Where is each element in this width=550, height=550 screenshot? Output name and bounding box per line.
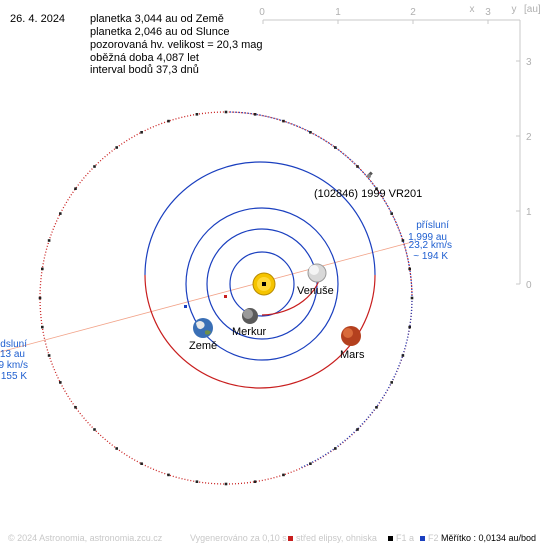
orbit-point-marker: [309, 131, 312, 134]
aphelion-temp: 155 K: [1, 371, 27, 382]
info-line-4: oběžná doba 4,087 let: [90, 52, 199, 64]
info-line-2: planetka 2,046 au od Slunce: [90, 26, 230, 38]
orbit-point-marker: [140, 462, 143, 465]
asteroid-orbit: [38, 110, 414, 486]
orbit-point-marker: [74, 187, 77, 190]
mars-orbit-upper: [144, 161, 376, 276]
axis-unit: [au]: [524, 4, 541, 15]
aphelion-info: odsluní 13 au 9 km/s 155 K: [0, 339, 28, 382]
aphelion-speed: 9 km/s: [0, 360, 28, 371]
asteroid-icon: [367, 171, 373, 178]
orbit-point-marker: [41, 267, 44, 271]
orbit-point-marker: [38, 296, 42, 300]
asteroid-label: (102846) 1999 VR201: [314, 188, 422, 200]
venus-icon: [307, 263, 327, 283]
orbit-point-marker: [47, 239, 51, 242]
f2-legend-icon: [420, 536, 426, 542]
center-legend-icon: [288, 536, 293, 542]
legend-f2-text: F2: [428, 533, 439, 543]
orbit-point-marker: [93, 428, 96, 431]
x-tick-3: 3: [485, 7, 491, 18]
perihelion-distance: 1,999 au: [408, 232, 447, 243]
orbit-point-marker: [115, 447, 118, 450]
orbit-point-marker: [195, 113, 199, 116]
orbit-point-marker: [224, 482, 228, 486]
generated-text: Vygenerováno za 0,10 s: [190, 533, 287, 543]
orbit-point-marker: [375, 406, 378, 409]
orbit-point-marker: [74, 406, 77, 409]
orbit-point-marker: [253, 480, 257, 483]
sun-icon: [252, 272, 276, 296]
mars-label: Mars: [340, 349, 365, 361]
earth-orbit: [185, 207, 339, 361]
legend-f1-text: F1 a: [396, 533, 415, 543]
orbit-point-marker: [224, 110, 228, 114]
orbit-point-marker: [41, 325, 44, 329]
date-label: 26. 4. 2024: [10, 13, 66, 25]
orbit-point-marker: [59, 381, 62, 384]
x-tick-2: 2: [410, 7, 416, 18]
y-axis-name: y: [512, 4, 517, 15]
orbit-point-marker: [401, 354, 405, 357]
perihelion-title: přísluní: [416, 220, 449, 231]
orbit-point-marker: [195, 480, 199, 483]
apsis-line: [0, 241, 413, 353]
orbit-point-marker: [390, 212, 393, 215]
mars-orbit-lower: [144, 274, 376, 389]
info-line-5: interval bodů 37,3 dnů: [90, 64, 199, 76]
orbit-point-marker: [309, 462, 312, 465]
orbit-point-marker: [253, 113, 257, 116]
orbit-point-marker: [334, 146, 337, 149]
mercury-orbit: [229, 251, 295, 317]
orbit-point-marker: [408, 325, 411, 329]
scale-text: Měřítko : 0,0134 au/bod: [441, 533, 537, 543]
venus-label: Venuše: [297, 285, 334, 297]
orbit-point-marker: [282, 473, 285, 477]
info-line-3: pozorovaná hv. velikost = 20,3 mag: [90, 39, 263, 51]
perihelion-temp: ~ 194 K: [413, 251, 448, 262]
orbit-point-marker: [356, 165, 359, 168]
perihelion-speed: 23,2 km/s: [409, 240, 452, 251]
mercury-icon: [242, 308, 258, 324]
aphelion-distance: 13 au: [0, 349, 25, 360]
orbit-point-marker: [408, 267, 411, 271]
x-tick-1: 1: [335, 7, 341, 18]
x-tick-0: 0: [259, 7, 265, 18]
legend-center: střed elipsy, ohniska: [282, 533, 377, 543]
orbit-point-marker: [356, 428, 359, 431]
orbit-point-marker: [401, 239, 405, 242]
orbit-point-marker: [93, 165, 96, 168]
orbit-point-marker: [390, 381, 393, 384]
mercury-label: Merkur: [232, 326, 267, 338]
orbit-point-marker: [167, 473, 170, 477]
x-axis-name: x: [470, 4, 475, 15]
orbit-point-marker: [334, 447, 337, 450]
orbit-point-marker: [115, 146, 118, 149]
orbit-point-marker: [167, 119, 170, 123]
orbit-point-marker: [140, 131, 143, 134]
legend-center-text: střed elipsy, ohniska: [296, 533, 377, 543]
y-tick-3: 3: [526, 57, 532, 68]
mars-icon: [341, 326, 361, 346]
focus-f2-marker: [184, 305, 187, 308]
orbit-point-marker: [410, 296, 414, 300]
earth-icon: [193, 318, 213, 338]
info-line-1: planetka 3,044 au od Země: [90, 13, 224, 25]
orbit-point-marker: [282, 119, 285, 123]
orbit-point-marker: [59, 212, 62, 215]
legend-foci: F1 a F2: [382, 533, 439, 543]
f1-legend-icon: [388, 536, 393, 542]
perihelion-info: přísluní 1,999 au 23,2 km/s ~ 194 K: [408, 220, 452, 262]
earth-label: Země: [189, 340, 217, 352]
y-tick-0: 0: [526, 280, 532, 291]
orbit-point-marker: [47, 354, 51, 357]
y-tick-1: 1: [526, 207, 532, 218]
copyright-text: © 2024 Astronomia, astronomia.zcu.cz: [8, 533, 163, 543]
ellipse-center-marker: [224, 295, 227, 298]
y-tick-2: 2: [526, 132, 532, 143]
coordinate-axes: 0 1 2 3 x y [au] 3 2 1 0: [259, 4, 541, 291]
aphelion-title: odsluní: [0, 339, 27, 350]
orbit-point-marker: [375, 187, 378, 190]
